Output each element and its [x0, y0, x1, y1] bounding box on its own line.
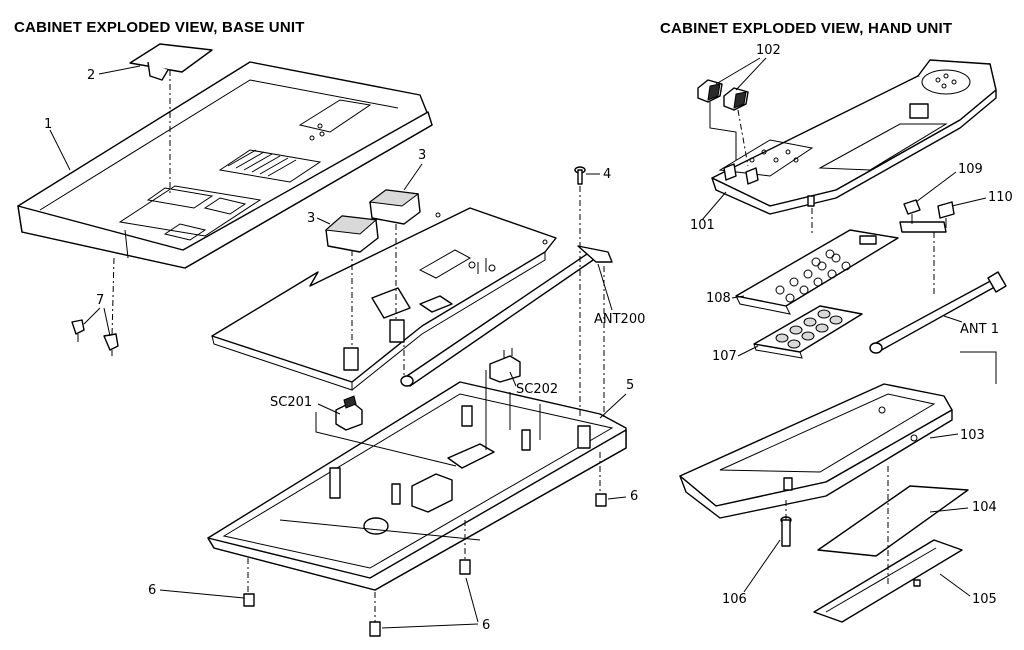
- small-cover-part-2: [129, 43, 213, 81]
- top-cabinet-part-1: [17, 61, 433, 269]
- bottom-cabinet-part-5: [207, 381, 627, 591]
- title-base-unit: CABINET EXPLODED VIEW, BASE UNIT: [14, 19, 305, 36]
- callout-1: 1: [44, 117, 52, 132]
- callout-3-left: 3: [307, 211, 315, 226]
- handset-top-part-101: [711, 59, 997, 215]
- callout-109: 109: [958, 162, 983, 177]
- key-cap-part-3-a: [324, 215, 379, 253]
- switch-sc201: [335, 395, 363, 431]
- label-part-104: [817, 485, 969, 557]
- screws-part-7: [71, 319, 119, 356]
- callout-106: 106: [722, 592, 747, 607]
- callout-4: 4: [603, 167, 611, 182]
- callout-2: 2: [87, 68, 95, 83]
- hand-callouts: 102 101 109 110 108 107 ANT 1 103 104 10…: [690, 43, 1013, 607]
- callout-105: 105: [972, 592, 997, 607]
- title-hand-unit: CABINET EXPLODED VIEW, HAND UNIT: [660, 20, 952, 37]
- rubber-keys-part-107: [753, 305, 863, 359]
- caps-part-102: [697, 79, 749, 167]
- screws-part-6: [243, 493, 607, 637]
- callout-ant1: ANT 1: [960, 322, 999, 337]
- callout-110: 110: [988, 190, 1013, 205]
- callout-6-bottom: 6: [482, 618, 490, 633]
- callout-ant200: ANT200: [594, 312, 645, 327]
- switch-sc202: [489, 348, 521, 383]
- screw-part-4: [574, 166, 586, 185]
- key-cap-part-3-b: [368, 189, 421, 225]
- callout-108: 108: [706, 291, 731, 306]
- callout-107: 107: [712, 349, 737, 364]
- callout-6-left: 6: [148, 583, 156, 598]
- callout-104: 104: [972, 500, 997, 515]
- antenna-ant1: [869, 271, 1007, 354]
- antenna-ant200: [400, 245, 613, 387]
- callout-5: 5: [626, 378, 634, 393]
- hand-assembly-lines: [785, 208, 997, 584]
- callout-3-top: 3: [418, 148, 426, 163]
- callout-sc201: SC201: [270, 395, 312, 410]
- callout-102: 102: [756, 43, 781, 58]
- callout-103: 103: [960, 428, 985, 443]
- callout-6-right: 6: [630, 489, 638, 504]
- callout-sc202: SC202: [516, 382, 558, 397]
- base-callouts: 2 1 3 3 4 ANT200 7 SC201 SC202 5 6 6 6: [44, 65, 645, 633]
- circuit-board: [211, 207, 557, 391]
- bottom-housing-part-103: [679, 383, 953, 519]
- keypad-board-part-108: [735, 229, 899, 315]
- callout-101: 101: [690, 218, 715, 233]
- base-assembly-lines: [111, 70, 605, 622]
- parts-109-110: [899, 199, 955, 233]
- callout-7: 7: [96, 293, 104, 308]
- screw-part-106: [780, 516, 792, 547]
